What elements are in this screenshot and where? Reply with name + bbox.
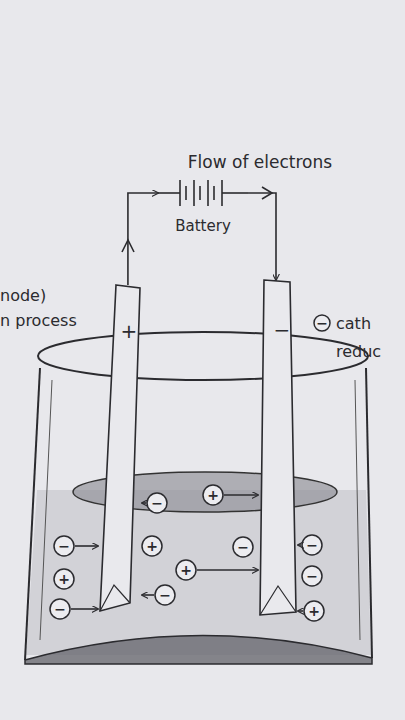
ion: + (303, 600, 325, 622)
electrode-label: node) (0, 286, 46, 305)
charge-sign: + (180, 563, 192, 577)
ion: + (202, 484, 224, 506)
ion: − (49, 598, 71, 620)
charge-sign: + (207, 488, 219, 502)
ion: − (232, 536, 254, 558)
charge-sign: − (237, 540, 249, 554)
cathode-electrode: − (258, 280, 298, 615)
charge-sign: + (146, 539, 158, 553)
charge-sign: − (306, 538, 318, 552)
beaker-inner-wall (40, 380, 52, 640)
ion: + (175, 559, 197, 581)
anode-electrode: + (98, 285, 142, 615)
diagram-title: Flow of electrons (150, 152, 370, 172)
ion: − (301, 534, 323, 556)
circuit-wire (248, 193, 276, 280)
beaker-bottom (25, 635, 372, 664)
electrode-label: cath (336, 314, 371, 333)
electrode-label: n process (0, 311, 77, 330)
charge-sign: + (308, 604, 320, 618)
electrode-label: reduc (336, 342, 381, 361)
charge-sign: − (316, 316, 328, 330)
ion: + (53, 568, 75, 590)
beaker-wall (25, 368, 40, 660)
ion: − (301, 565, 323, 587)
flow-arrow (122, 240, 134, 252)
charge-sign: − (306, 569, 318, 583)
battery-label: Battery (175, 219, 231, 234)
circuit-wire (128, 193, 158, 285)
polarity-sign: + (121, 321, 138, 341)
ion-motion-arrow (75, 545, 98, 547)
ion-motion-arrow (142, 594, 154, 596)
ion-motion-arrow (298, 544, 301, 546)
charge-sign: − (58, 539, 70, 553)
ion: − (154, 584, 176, 606)
battery: Battery (158, 172, 248, 238)
charge-symbol: − (313, 314, 331, 332)
ion-motion-arrow (224, 494, 258, 496)
ion: − (53, 535, 75, 557)
flow-arrow (262, 187, 272, 199)
charge-sign: − (159, 588, 171, 602)
electrolyte (26, 490, 371, 655)
charge-sign: − (151, 496, 163, 510)
ion: + (141, 535, 163, 557)
ion-motion-arrow (197, 569, 258, 571)
polarity-sign: − (274, 320, 291, 340)
beaker-rim (38, 332, 368, 380)
beaker-wall (366, 368, 372, 658)
ion: − (146, 492, 168, 514)
ion-motion-arrow (71, 608, 98, 610)
ion-motion-arrow (142, 502, 146, 504)
beaker-inner-wall (355, 380, 360, 640)
charge-sign: + (58, 572, 70, 586)
charge-sign: − (54, 602, 66, 616)
ion-motion-arrow (298, 610, 303, 612)
